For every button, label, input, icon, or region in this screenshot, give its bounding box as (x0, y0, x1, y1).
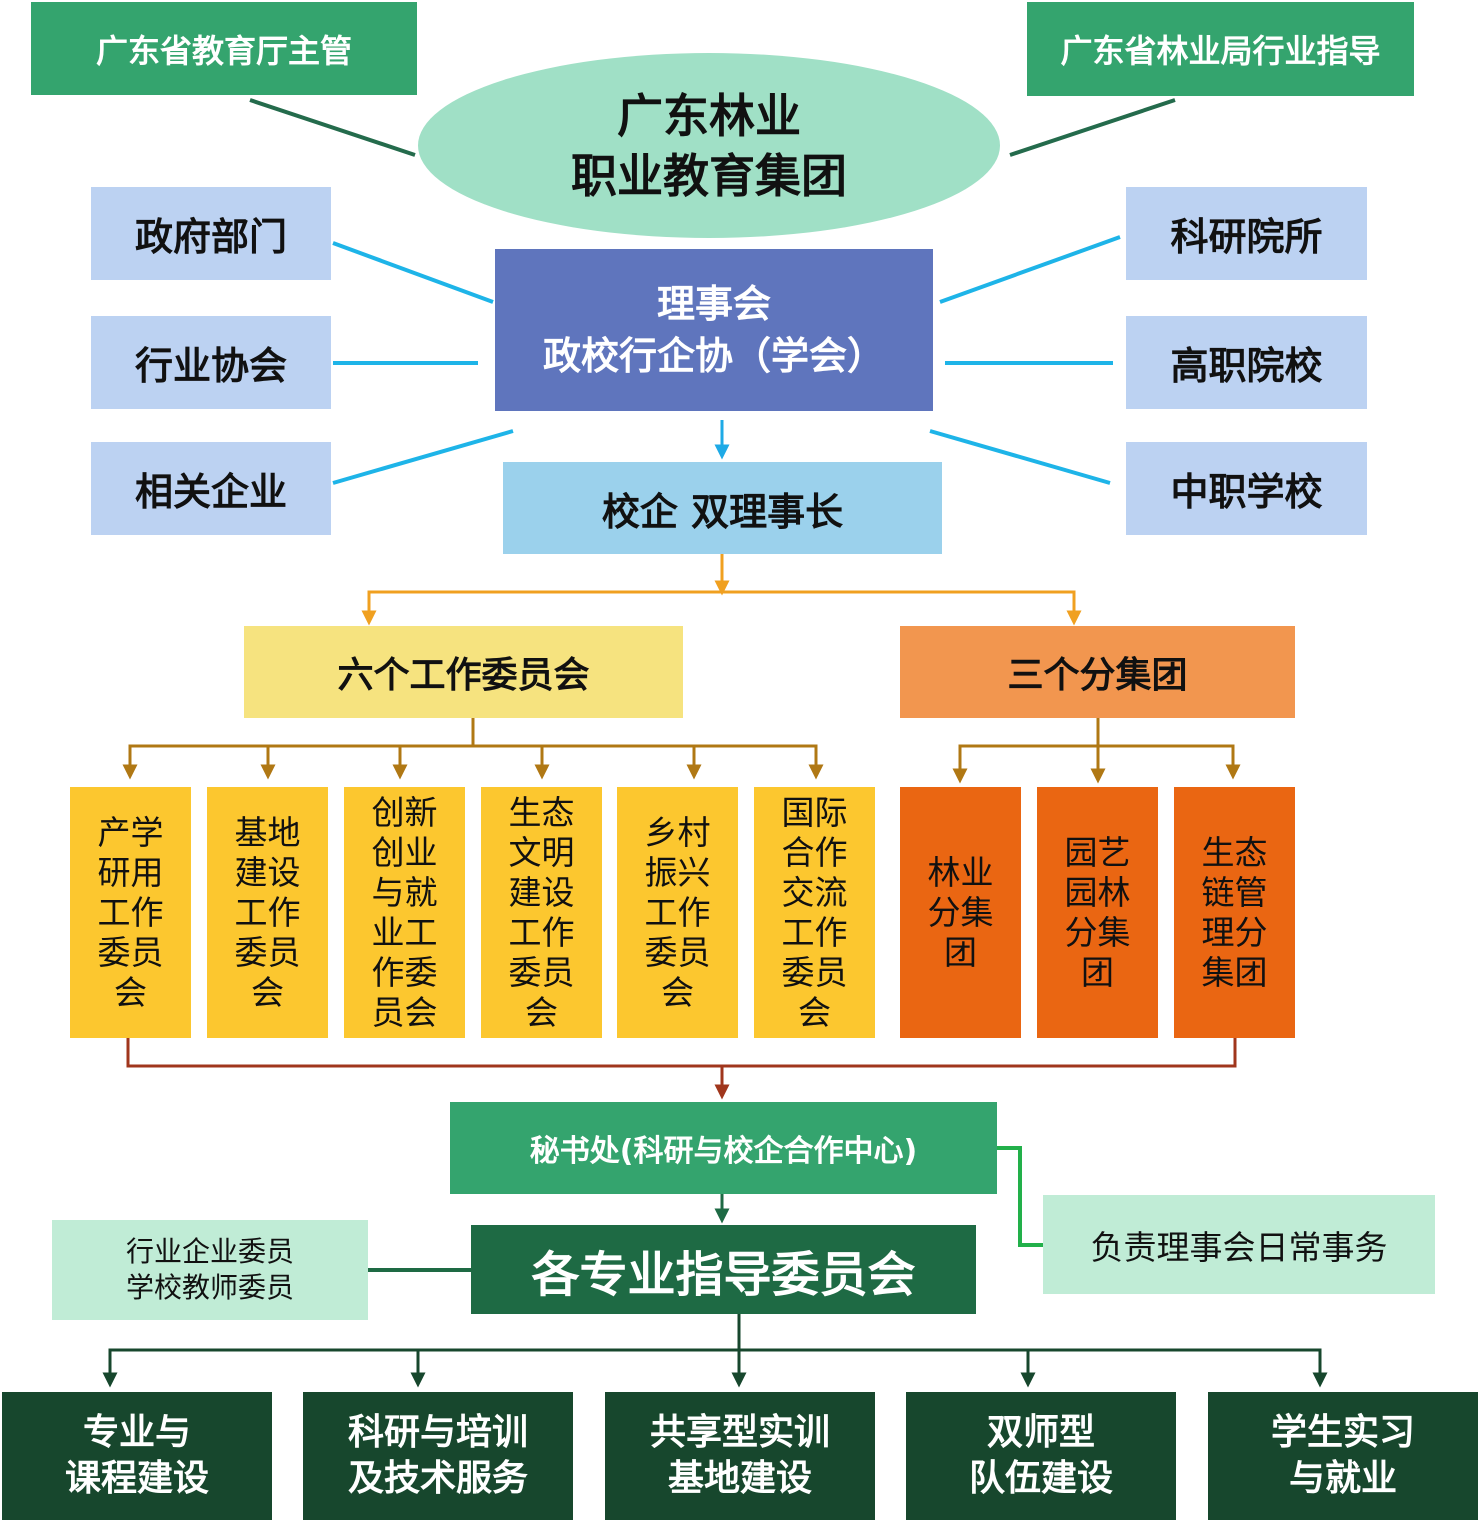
forestry-bureau-label: 广东省林业局行业指导 (1027, 2, 1414, 96)
committees-head: 六个工作委员会 (244, 626, 683, 718)
committee-members-box: 行业企业委员 学校教师委员 (52, 1220, 368, 1320)
subgroup-box-3: 生态 链管 理分 集团 (1174, 787, 1295, 1038)
line-forestry-bureau (1009, 98, 1176, 157)
chairman-box: 校企 双理事长 (503, 462, 942, 554)
bracket-tasks (102, 1314, 741, 1388)
arrow-to-committees-head (361, 590, 722, 626)
task-box-5: 学生实习 与就业 (1208, 1392, 1478, 1520)
line-enterprise (332, 429, 514, 485)
subgroups-head: 三个分集团 (900, 626, 1295, 718)
bracket-subgroups (952, 718, 1100, 784)
subgroup-box-2: 园艺 园林 分集 团 (1037, 787, 1158, 1038)
member-school: 中职学校 (1126, 442, 1367, 535)
task-box-1: 专业与 课程建设 (2, 1392, 272, 1520)
bracket-committees (122, 718, 475, 780)
line-research (939, 235, 1121, 304)
line-gov (332, 241, 494, 304)
task-box-3: 共享型实训 基地建设 (605, 1392, 875, 1520)
member-college: 高职院校 (1126, 316, 1367, 409)
committee-box-4: 生态 文明 建设 工作 委员 会 (481, 787, 602, 1038)
task-box-4: 双师型 队伍建设 (906, 1392, 1176, 1520)
committee-box-2: 基地 建设 工作 委员 会 (207, 787, 328, 1038)
member-gov: 政府部门 (91, 187, 331, 280)
line-secretariat-duty (997, 1146, 1043, 1247)
committee-box-6: 国际 合作 交流 工作 委员 会 (754, 787, 875, 1038)
member-research: 科研院所 (1126, 187, 1367, 280)
committee-box-3: 创新 创业 与就 业工 作委 员会 (344, 787, 465, 1038)
committee-box-5: 乡村 振兴 工作 委员 会 (617, 787, 738, 1038)
task-box-2: 科研与培训 及技术服务 (303, 1392, 573, 1520)
secretariat-box: 秘书处(科研与校企合作中心) (450, 1102, 997, 1194)
committee-box-1: 产学 研用 工作 委员 会 (70, 787, 191, 1038)
secretariat-duty: 负责理事会日常事务 (1043, 1195, 1435, 1294)
line-edu-dept (249, 98, 416, 157)
edu-dept-label: 广东省教育厅主管 (31, 2, 417, 95)
council-box: 理事会 政校行企协（学会） (495, 249, 933, 411)
group-name: 广东林业 职业教育集团 (418, 53, 1000, 238)
member-enterprise: 相关企业 (91, 442, 331, 535)
subgroup-box-1: 林业 分集 团 (900, 787, 1021, 1038)
professional-committee-box: 各专业指导委员会 (471, 1225, 976, 1314)
member-association: 行业协会 (91, 316, 331, 409)
line-school (929, 429, 1111, 485)
arrow-to-subgroups-head (722, 590, 1082, 626)
bracket-to-secretariat (126, 1038, 1237, 1068)
